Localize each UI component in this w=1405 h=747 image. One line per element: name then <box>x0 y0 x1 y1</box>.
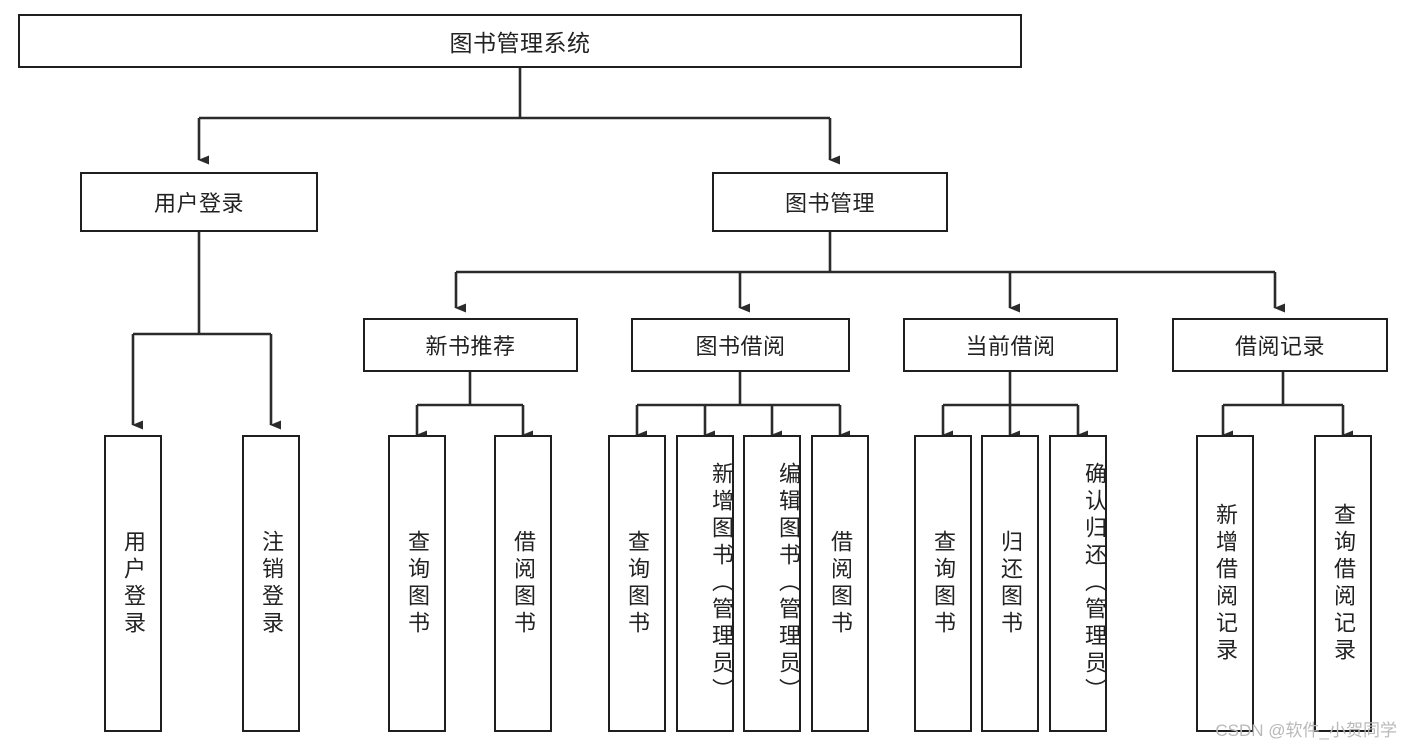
node-label: 新书推荐 <box>425 334 516 359</box>
node-leaf-edit-book[interactable]: 编辑图书（管理员） <box>743 435 801 732</box>
node-label: 借阅记录 <box>1234 334 1325 359</box>
node-label: 查询图书 <box>931 529 956 638</box>
node-label: 查询图书 <box>405 529 430 638</box>
node-leaf-query-book-recommend[interactable]: 查询图书 <box>388 435 446 732</box>
node-label: 用户登录 <box>121 529 146 638</box>
node-leaf-logout-login[interactable]: 注销登录 <box>242 435 300 732</box>
node-label: 用户登录 <box>153 191 244 216</box>
node-label: 查询借阅记录 <box>1331 502 1356 665</box>
node-leaf-user-login[interactable]: 用户登录 <box>104 435 162 732</box>
node-leaf-query-borrow-record[interactable]: 查询借阅记录 <box>1314 435 1372 732</box>
node-leaf-confirm-return[interactable]: 确认归还（管理员） <box>1049 435 1107 732</box>
node-label: 归还图书 <box>998 529 1023 638</box>
node-label: 查询图书 <box>625 529 650 638</box>
node-label: 确认归还（管理员） <box>1082 462 1107 705</box>
node-book-borrow[interactable]: 图书借阅 <box>631 318 850 372</box>
node-label: 借阅图书 <box>828 529 853 638</box>
node-leaf-add-book[interactable]: 新增图书（管理员） <box>676 435 734 732</box>
node-leaf-query-book-current[interactable]: 查询图书 <box>914 435 972 732</box>
node-label: 图书借阅 <box>695 334 786 359</box>
node-label: 注销登录 <box>259 529 284 638</box>
node-current-borrow[interactable]: 当前借阅 <box>903 318 1118 372</box>
node-leaf-borrow-book[interactable]: 借阅图书 <box>811 435 869 732</box>
node-leaf-query-book-borrow[interactable]: 查询图书 <box>608 435 666 732</box>
node-user-login[interactable]: 用户登录 <box>80 172 318 232</box>
node-label: 新增借阅记录 <box>1213 502 1238 665</box>
node-label: 编辑图书（管理员） <box>776 462 801 705</box>
node-new-book-recommend[interactable]: 新书推荐 <box>363 318 578 372</box>
node-label: 图书管理系统 <box>449 30 591 56</box>
node-label: 新增图书（管理员） <box>709 462 734 705</box>
node-label: 图书管理 <box>784 191 875 216</box>
node-leaf-return-book[interactable]: 归还图书 <box>981 435 1039 732</box>
node-borrow-record[interactable]: 借阅记录 <box>1172 318 1388 372</box>
node-book-management[interactable]: 图书管理 <box>712 172 948 232</box>
node-leaf-borrow-book-recommend[interactable]: 借阅图书 <box>494 435 552 732</box>
node-label: 借阅图书 <box>511 529 536 638</box>
node-root-book-management-system[interactable]: 图书管理系统 <box>18 14 1022 68</box>
node-leaf-add-borrow-record[interactable]: 新增借阅记录 <box>1196 435 1254 732</box>
node-label: 当前借阅 <box>965 334 1056 359</box>
